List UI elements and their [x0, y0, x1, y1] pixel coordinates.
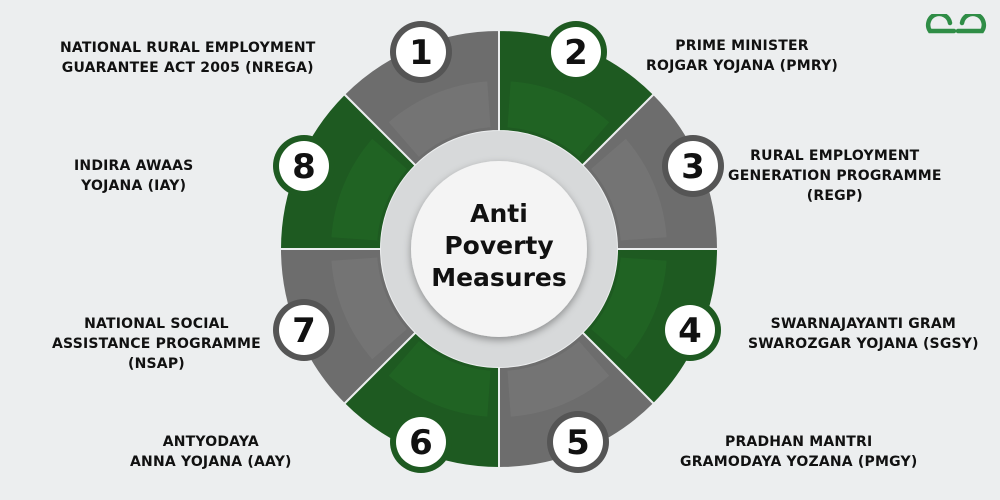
ring-sector-inner-7 — [331, 257, 407, 360]
badge-circle-4 — [665, 305, 715, 355]
badge-number-5: 5 — [566, 423, 590, 463]
badge-number-6: 6 — [409, 423, 433, 463]
center-title-line-2: Poverty — [444, 231, 553, 260]
badge-number-2: 2 — [564, 33, 588, 73]
ring-sector-inner-8 — [331, 138, 407, 241]
badge-circle-5 — [553, 417, 603, 467]
badge-circle-2 — [551, 27, 601, 77]
ring-sector-inner-2 — [507, 81, 610, 157]
badge-number-1: 1 — [409, 33, 433, 73]
ring-sector-inner-1 — [388, 81, 491, 157]
badge-number-8: 8 — [292, 147, 316, 187]
ring-sector-inner-4 — [591, 257, 667, 360]
badge-number-7: 7 — [292, 311, 316, 351]
badge-circle-6 — [396, 417, 446, 467]
badge-circle-8 — [279, 141, 329, 191]
geeksforgeeks-logo-icon — [925, 14, 987, 34]
badge-circle-1 — [396, 27, 446, 77]
center-circle — [411, 161, 587, 337]
badge-circle-3 — [668, 141, 718, 191]
ring-sector-inner-3 — [591, 138, 667, 241]
center-title-line-3: Measures — [431, 263, 567, 292]
center-title-line-1: Anti — [470, 199, 528, 228]
badge-number-4: 4 — [678, 311, 702, 351]
badge-number-3: 3 — [681, 147, 705, 187]
ring-sectors — [278, 28, 720, 470]
badge-circle-7 — [279, 305, 329, 355]
ring-sector-inner-5 — [507, 341, 610, 417]
number-badges: 1 2 3 4 5 6 7 8 — [273, 21, 724, 473]
ring-sector-inner-6 — [388, 341, 491, 417]
